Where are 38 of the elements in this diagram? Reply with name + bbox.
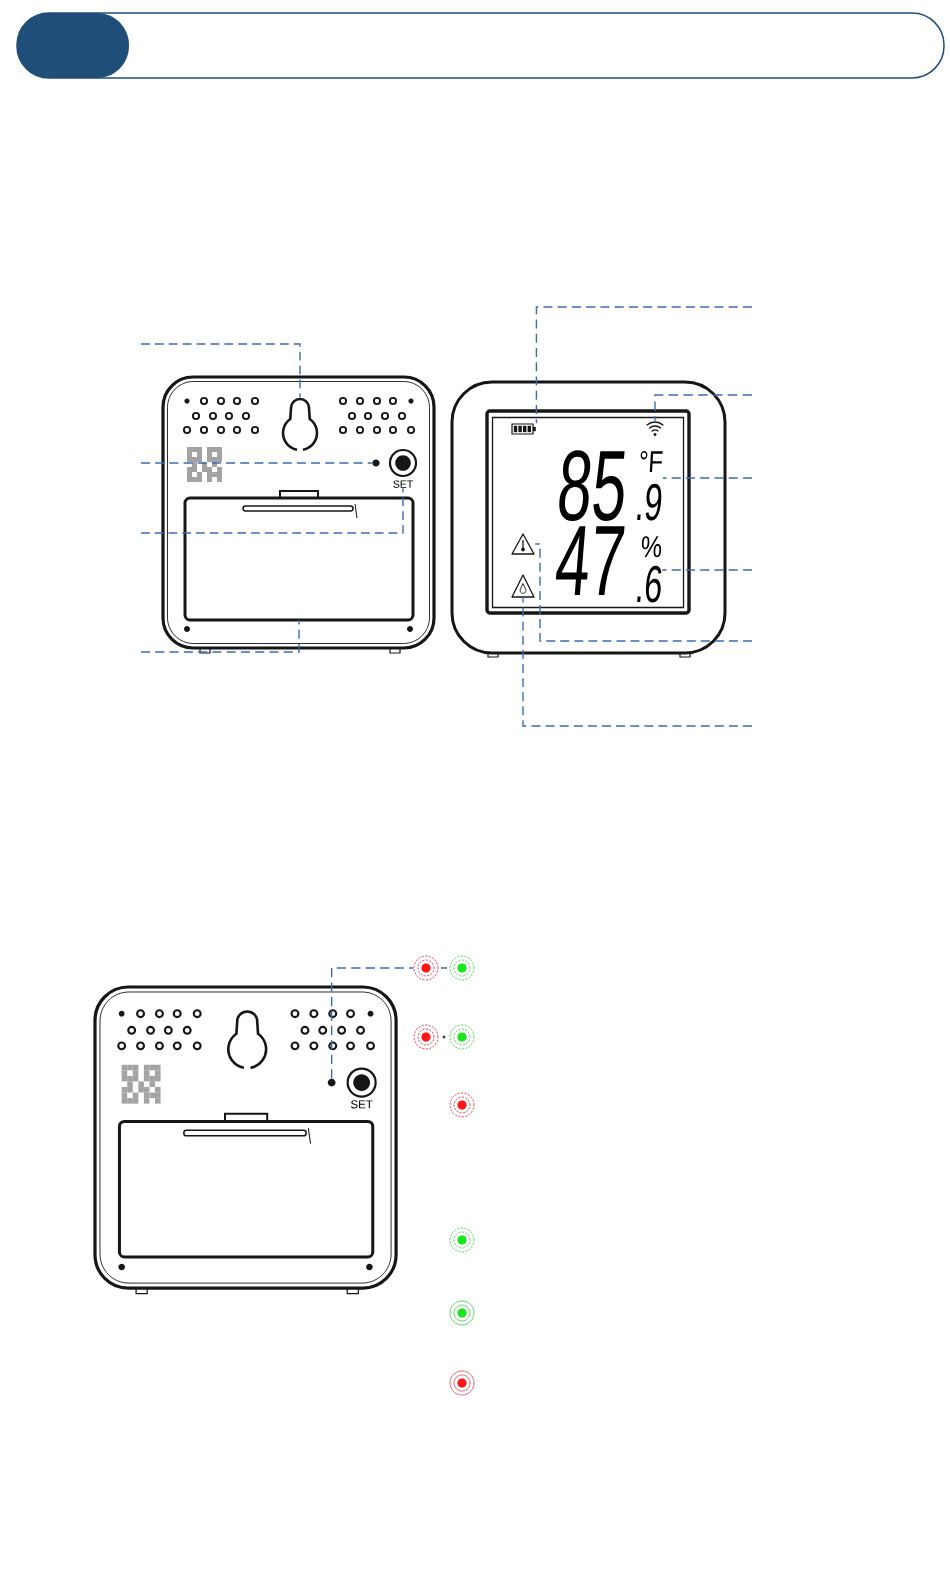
status-light-icon — [413, 1024, 439, 1050]
leader-line — [534, 543, 753, 642]
droplet-warning-icon — [511, 574, 535, 598]
leader-line — [140, 462, 373, 464]
leader-line — [330, 967, 414, 1080]
set-button: SET — [346, 1067, 377, 1109]
status-light-icon — [449, 1227, 475, 1253]
thermometer-warning-icon — [511, 533, 535, 555]
decimal-value: .9 — [637, 483, 662, 521]
status-light-icon — [449, 955, 475, 981]
indicator-light — [372, 459, 380, 467]
status-light-icon — [449, 1024, 475, 1050]
battery-cover — [183, 490, 415, 622]
keyhole-slot — [281, 397, 319, 451]
reading-value: 85 — [559, 450, 625, 521]
node-label: SET — [350, 1100, 373, 1109]
battery-icon — [511, 423, 536, 435]
leader-line — [140, 619, 300, 653]
leader-line — [535, 306, 753, 424]
keyhole-slot — [227, 1010, 268, 1070]
indicator-light — [327, 1078, 336, 1087]
decimal-value: .6 — [637, 565, 662, 603]
set-button: SET — [388, 448, 418, 488]
battery-cover — [117, 1112, 375, 1259]
leader-line — [522, 597, 753, 727]
node-label: SET — [393, 480, 413, 488]
leader-line — [662, 477, 753, 479]
status-light-icon — [413, 955, 439, 981]
unit-label: % — [641, 536, 662, 558]
status-light-icon — [449, 1092, 475, 1118]
reading-value: 47 — [555, 526, 625, 595]
unit-label: °F — [640, 451, 663, 472]
leader-line — [654, 394, 753, 422]
status-light-icon — [449, 1300, 475, 1326]
wifi-icon — [646, 421, 664, 436]
leader-line — [661, 569, 753, 571]
leader-line — [140, 343, 301, 399]
status-light-icon — [449, 1370, 475, 1396]
